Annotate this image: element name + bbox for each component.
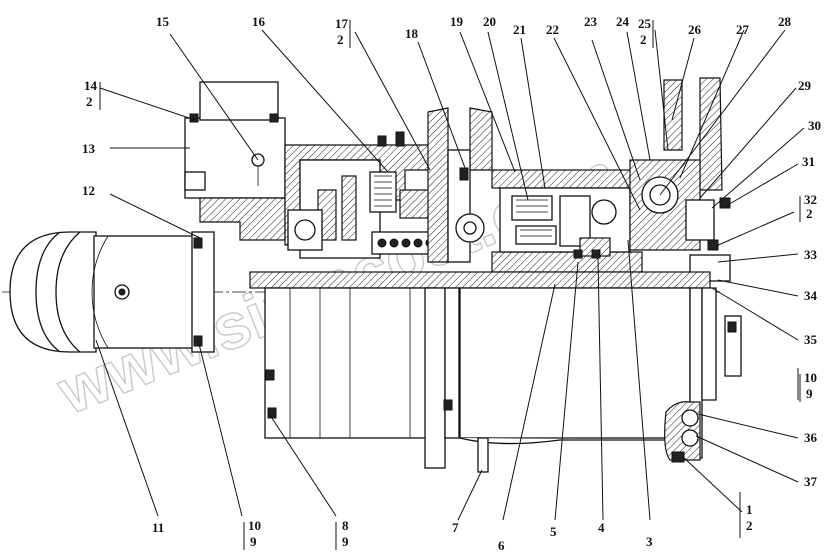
main-shaft bbox=[249, 271, 711, 289]
callout-25: 25 bbox=[638, 16, 652, 31]
leader-lines bbox=[95, 29, 805, 538]
callout-7: 7 bbox=[452, 520, 459, 535]
callout-13: 13 bbox=[82, 141, 96, 156]
callout-1-sub: 2 bbox=[746, 518, 753, 533]
callout-27: 27 bbox=[736, 22, 750, 37]
callout-32-sub: 2 bbox=[806, 206, 813, 221]
callout-33: 33 bbox=[804, 247, 818, 262]
brake-housing bbox=[284, 131, 443, 259]
support-flange bbox=[427, 107, 493, 263]
callout-30: 30 bbox=[808, 118, 821, 133]
callout-12: 12 bbox=[82, 183, 95, 198]
callout-34: 34 bbox=[804, 288, 818, 303]
callout-35: 35 bbox=[804, 332, 818, 347]
callout-29: 29 bbox=[798, 78, 812, 93]
callout-17-sub: 2 bbox=[337, 32, 344, 47]
callout-14-sub: 2 bbox=[86, 94, 93, 109]
callout-11: 11 bbox=[152, 520, 164, 535]
callout-15: 15 bbox=[156, 14, 170, 29]
callout-20: 20 bbox=[483, 14, 496, 29]
drum-end-flange bbox=[664, 287, 742, 463]
callout-5: 5 bbox=[550, 524, 557, 539]
callout-10-bottom-sub: 9 bbox=[250, 534, 257, 549]
callout-16: 16 bbox=[252, 14, 266, 29]
callout-18: 18 bbox=[405, 26, 419, 41]
callout-25-sub: 2 bbox=[640, 32, 647, 47]
callout-36: 36 bbox=[804, 430, 818, 445]
callout-23: 23 bbox=[584, 14, 598, 29]
callout-14: 14 bbox=[84, 78, 98, 93]
callout-37: 37 bbox=[804, 474, 818, 489]
right-support bbox=[629, 77, 731, 282]
fraction-bars bbox=[99, 20, 801, 550]
callout-8-sub: 9 bbox=[342, 534, 349, 549]
valve-block bbox=[184, 81, 286, 241]
hydraulic-motor bbox=[9, 231, 215, 353]
callout-31: 31 bbox=[802, 154, 815, 169]
callout-24: 24 bbox=[616, 14, 630, 29]
callout-17: 17 bbox=[335, 16, 349, 31]
callout-1: 1 bbox=[746, 502, 753, 517]
callout-21: 21 bbox=[513, 22, 526, 37]
callout-22: 22 bbox=[546, 22, 559, 37]
callout-3: 3 bbox=[646, 534, 653, 549]
callout-10-right-sub: 9 bbox=[806, 386, 813, 401]
winch-drum bbox=[264, 287, 691, 473]
callout-28: 28 bbox=[778, 14, 792, 29]
callout-19: 19 bbox=[450, 14, 464, 29]
callout-10-bottom: 10 bbox=[248, 518, 261, 533]
callout-26: 26 bbox=[688, 22, 702, 37]
callout-8: 8 bbox=[342, 518, 349, 533]
planetary-stage bbox=[455, 169, 643, 273]
callout-32: 32 bbox=[804, 192, 817, 207]
callout-6: 6 bbox=[498, 538, 505, 553]
callout-4: 4 bbox=[598, 520, 605, 535]
callout-10-right: 10 bbox=[804, 370, 817, 385]
callout-labels: 15 16 17 2 18 19 20 21 22 23 24 25 2 26 … bbox=[82, 14, 821, 553]
